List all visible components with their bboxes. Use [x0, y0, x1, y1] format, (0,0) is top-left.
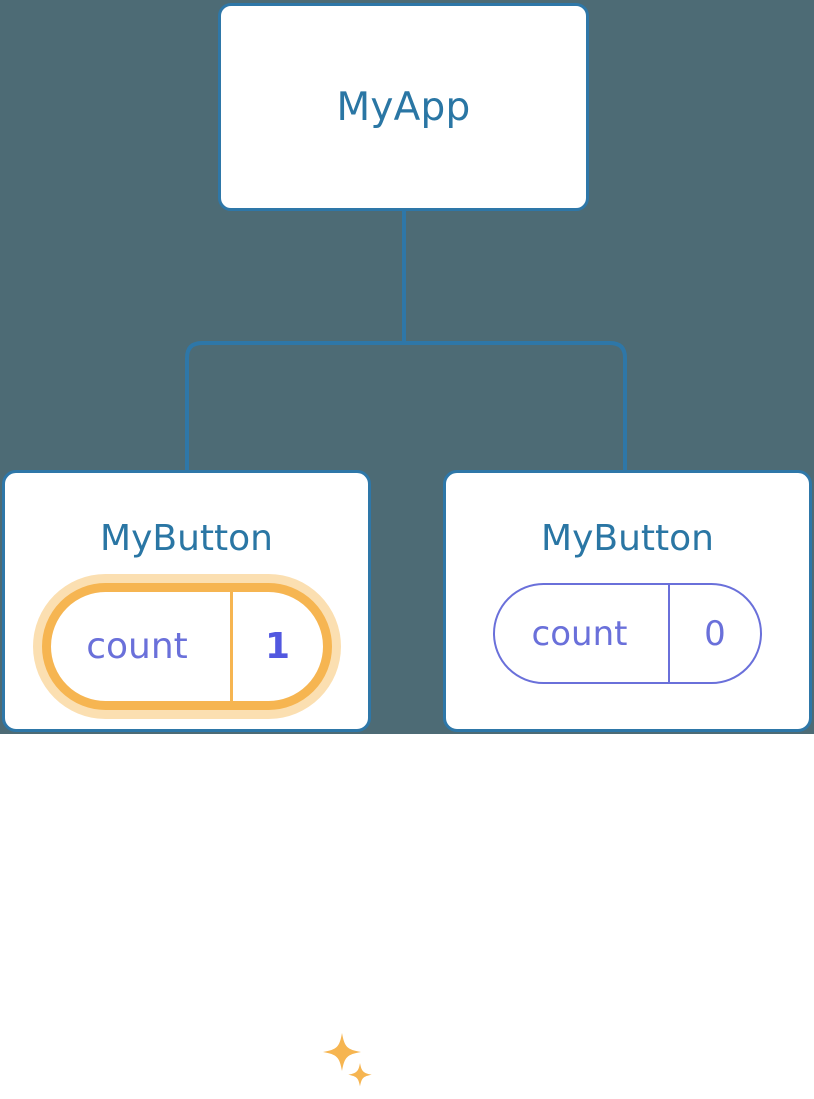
state-name-left: count: [51, 592, 233, 701]
node-mybutton-right[interactable]: MyButton count 0: [443, 470, 812, 732]
sparkle-icon-large: [323, 1033, 361, 1071]
sparkle-icon-small: [348, 1063, 372, 1087]
state-badge-right[interactable]: count 0: [493, 583, 762, 684]
sparkle-icon-group: [323, 1033, 372, 1087]
state-badge-right-wrapper: count 0: [446, 583, 809, 684]
edge-root-to-children: [185, 341, 627, 470]
node-mybutton-right-label: MyButton: [541, 518, 714, 559]
state-badge-left[interactable]: count 1: [41, 583, 332, 710]
node-mybutton-left[interactable]: MyButton count 1: [2, 470, 372, 1087]
node-myapp[interactable]: MyApp: [218, 3, 589, 211]
state-name-right: count: [495, 585, 670, 682]
state-value-right: 0: [704, 613, 726, 654]
state-value-left: 1: [264, 625, 291, 667]
node-myapp-label: MyApp: [336, 84, 471, 130]
node-mybutton-left-label: MyButton: [100, 518, 273, 559]
state-badge-left-wrapper: count 1: [5, 583, 368, 710]
